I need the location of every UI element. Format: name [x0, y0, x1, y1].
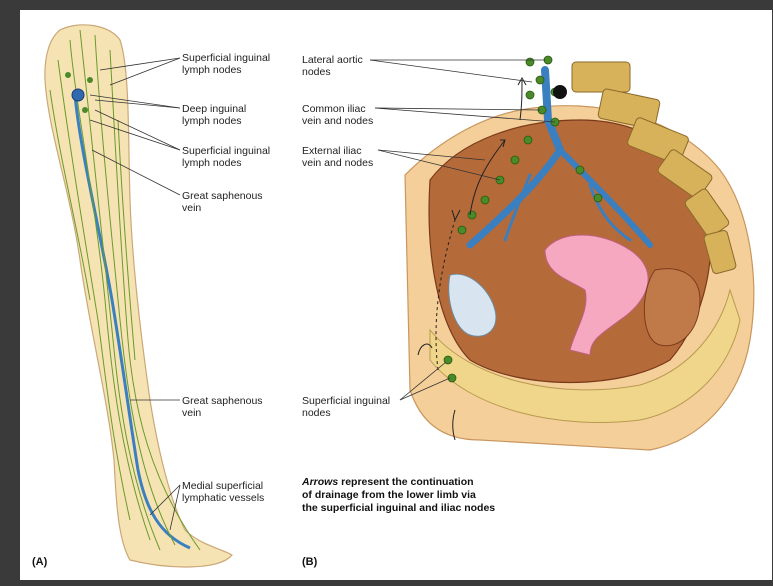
pelvis-illustration	[405, 56, 754, 450]
label-common-iliac: Common iliac vein and nodes	[302, 103, 373, 127]
caption-line-1: represent the continuation	[338, 476, 473, 488]
label-superficial-inguinal-2: Superficial inguinal lymph nodes	[182, 145, 270, 169]
caption-line-3: the superficial inguinal and iliac nodes	[302, 502, 495, 515]
panel-b-label: (B)	[302, 556, 317, 568]
caption-line-2: of drainage from the lower limb via	[302, 489, 495, 502]
superficial-node	[87, 77, 93, 83]
label-external-iliac: External iliac vein and nodes	[302, 145, 373, 169]
caption-emphasis: Arrows	[302, 476, 338, 488]
deep-inguinal-node	[72, 89, 84, 101]
label-lateral-aortic: Lateral aortic nodes	[302, 54, 363, 78]
label-superficial-inguinal-b: Superficial inguinal nodes	[302, 395, 390, 419]
label-great-saphenous-1: Great saphenous vein	[182, 190, 263, 214]
superficial-node	[65, 72, 71, 78]
superficial-node	[82, 107, 88, 113]
label-superficial-inguinal-1: Superficial inguinal lymph nodes	[182, 52, 270, 76]
aorta-cross-section	[553, 85, 567, 99]
label-medial-superficial: Medial superficial lymphatic vessels	[182, 480, 264, 504]
panel-a-label: (A)	[32, 556, 47, 568]
label-great-saphenous-2: Great saphenous vein	[182, 395, 263, 419]
label-deep-inguinal: Deep inguinal lymph nodes	[182, 103, 246, 127]
caption: Arrows represent the continuation of dra…	[302, 476, 495, 515]
